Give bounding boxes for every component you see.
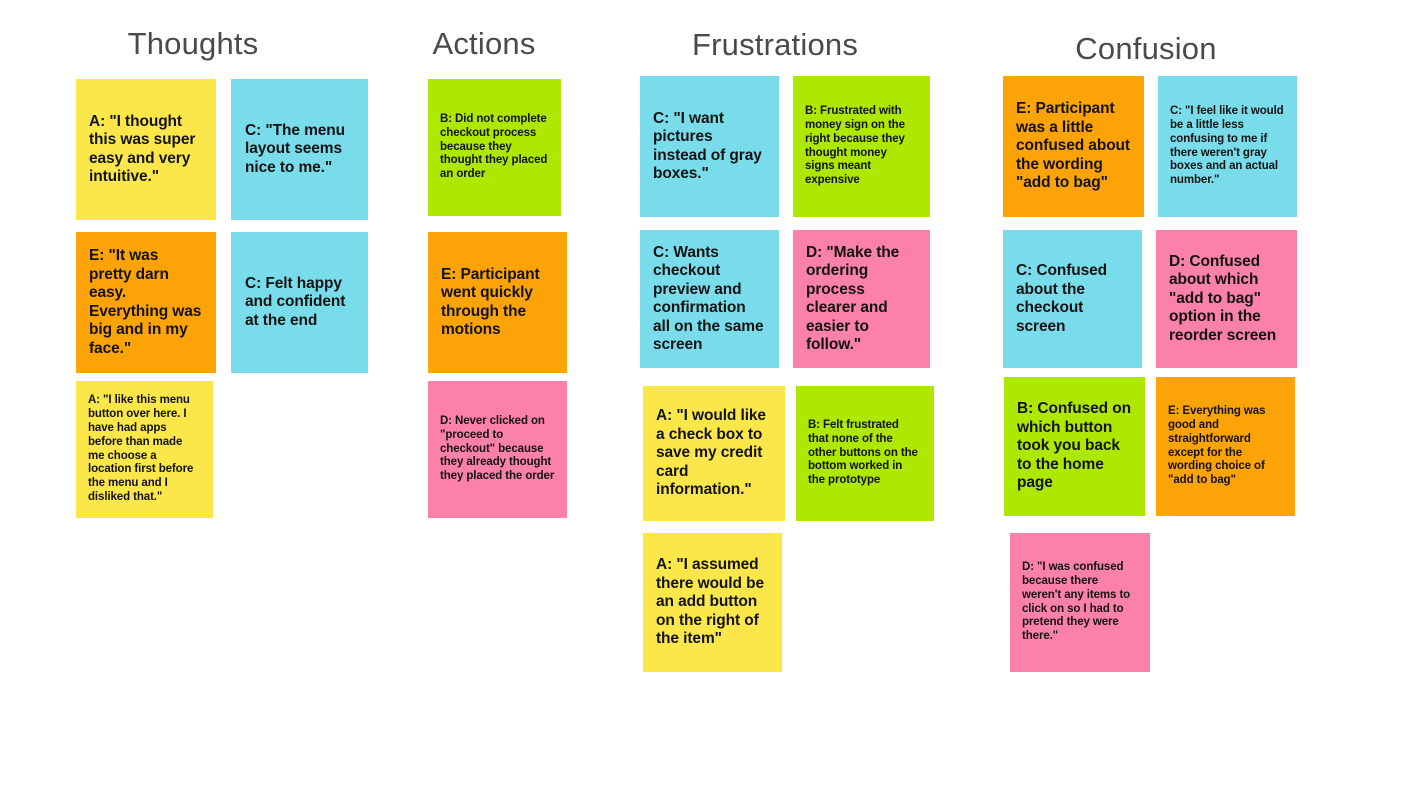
sticky-note[interactable]: B: Frustrated with money sign on the rig… [793, 76, 930, 217]
sticky-note-text: B: Frustrated with money sign on the rig… [805, 105, 905, 187]
sticky-note-text: C: "I want pictures instead of gray boxe… [653, 109, 762, 183]
sticky-note-text: C: "The menu layout seems nice to me." [245, 121, 346, 176]
sticky-note-text: C: Felt happy and confident at the end [245, 274, 346, 329]
sticky-note-text: D: Never clicked on "proceed to checkout… [440, 415, 555, 483]
sticky-note-text: A: "I would like a check box to save my … [656, 407, 766, 499]
sticky-note-text: B: Felt frustrated that none of the othe… [808, 419, 918, 487]
sticky-note-text: C: Wants checkout preview and confirmati… [653, 243, 764, 354]
sticky-note[interactable]: C: "I feel like it would be a little les… [1158, 76, 1297, 217]
sticky-note-text: E: Participant was a little confused abo… [1016, 100, 1130, 192]
sticky-note[interactable]: B: Confused on which button took you bac… [1004, 377, 1145, 516]
sticky-note-text: B: Confused on which button took you bac… [1017, 400, 1131, 492]
sticky-note-text: C: Confused about the checkout screen [1016, 262, 1108, 335]
column-title-confusion: Confusion [1075, 31, 1217, 66]
sticky-note-text: E: "It was pretty darn easy. Everything … [89, 247, 202, 357]
sticky-note[interactable]: D: "I was confused because there weren't… [1010, 533, 1150, 672]
sticky-note[interactable]: C: "I want pictures instead of gray boxe… [640, 76, 779, 217]
sticky-note-text: E: Everything was good and straightforwa… [1168, 405, 1266, 487]
sticky-note-text: E: Participant went quickly through the … [441, 265, 540, 339]
sticky-note[interactable]: D: Never clicked on "proceed to checkout… [428, 381, 567, 518]
sticky-note[interactable]: D: "Make the ordering process clearer an… [793, 230, 930, 368]
column-title-frustrations: Frustrations [691, 27, 859, 62]
sticky-note-text: A: "I thought this was super easy and ve… [89, 112, 196, 186]
sticky-note[interactable]: C: "The menu layout seems nice to me." [231, 79, 368, 220]
sticky-note-text: D: Confused about which "add to bag" opt… [1169, 252, 1277, 344]
sticky-note-text: B: Did not complete checkout process bec… [440, 113, 548, 181]
sticky-note[interactable]: E: Participant went quickly through the … [428, 232, 567, 373]
sticky-note[interactable]: C: Wants checkout preview and confirmati… [640, 230, 779, 368]
sticky-note-text: D: "Make the ordering process clearer an… [806, 243, 900, 354]
sticky-note-text: C: "I feel like it would be a little les… [1170, 105, 1284, 187]
sticky-note-text: A: "I assumed there would be an add butt… [656, 556, 764, 648]
sticky-note[interactable]: E: Participant was a little confused abo… [1003, 76, 1144, 217]
column-title-actions: Actions [432, 26, 536, 61]
sticky-note[interactable]: E: "It was pretty darn easy. Everything … [76, 232, 216, 373]
sticky-note[interactable]: A: "I would like a check box to save my … [643, 386, 785, 521]
sticky-note-text: A: "I like this menu button over here. I… [88, 394, 194, 503]
sticky-note-text: D: "I was confused because there weren't… [1022, 561, 1131, 643]
sticky-note[interactable]: C: Felt happy and confident at the end [231, 232, 368, 373]
sticky-note[interactable]: A: "I like this menu button over here. I… [76, 381, 213, 518]
sticky-note[interactable]: A: "I thought this was super easy and ve… [76, 79, 216, 220]
column-title-thoughts: Thoughts [127, 26, 259, 61]
sticky-note[interactable]: E: Everything was good and straightforwa… [1156, 377, 1295, 516]
sticky-note[interactable]: D: Confused about which "add to bag" opt… [1156, 230, 1297, 368]
sticky-note[interactable]: C: Confused about the checkout screen [1003, 230, 1142, 368]
sticky-note[interactable]: B: Felt frustrated that none of the othe… [796, 386, 934, 521]
sticky-note[interactable]: A: "I assumed there would be an add butt… [643, 533, 782, 672]
sticky-note[interactable]: B: Did not complete checkout process bec… [428, 79, 561, 216]
